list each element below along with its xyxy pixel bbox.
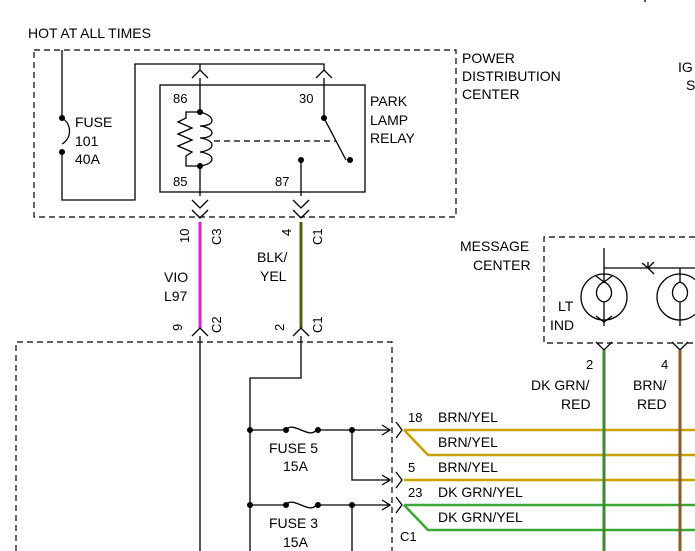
ig-partial-label: IG — [678, 59, 693, 75]
fuse101-symbol — [61, 117, 71, 145]
c1-top-pin-number: 4 — [279, 229, 294, 236]
switch-arm — [323, 117, 347, 161]
vio-label: VIO — [164, 269, 188, 285]
c3-connector-name: C3 — [209, 228, 224, 245]
c1-top-connector-lower — [292, 209, 310, 219]
yel-label: YEL — [260, 268, 287, 284]
wire-5-label: BRN/YEL — [438, 459, 498, 475]
c1-top-connector-name: C1 — [310, 228, 325, 245]
c1-pin-5-chevron — [395, 471, 403, 489]
lt-ind-filament-arrows — [595, 275, 613, 323]
blk-yel-internal-wire — [249, 336, 302, 551]
fuse5-arrow-18 — [381, 424, 392, 436]
pin-23-number: 23 — [408, 485, 422, 500]
fuse3-symbol — [285, 501, 317, 509]
pin87-label: 87 — [275, 174, 289, 189]
pdc-label-line1: POWER — [462, 50, 515, 66]
relay-label-line1: PARK — [370, 93, 408, 109]
blk-label: BLK/ — [257, 249, 287, 265]
fuse5-branch-wire — [351, 430, 390, 481]
c1-mid-connector-name: C1 — [310, 316, 325, 333]
wire-23-label: DK GRN/YEL — [438, 484, 523, 500]
pin86-connector — [191, 69, 209, 79]
dk-grn-yel-wire-23-branch — [403, 504, 695, 532]
l97-label: L97 — [164, 288, 188, 304]
second-bulb-filament-icon — [671, 268, 689, 326]
switch-contact — [347, 157, 353, 163]
wire-18-branch-label: BRN/YEL — [438, 434, 498, 450]
wire2-label-line2: RED — [561, 396, 591, 412]
lt-ind-label-line2: IND — [550, 317, 574, 333]
message-center-line2: CENTER — [473, 257, 531, 273]
lt-ind-label-line1: LT — [558, 298, 574, 314]
c2-connector — [191, 327, 209, 337]
pin30-connector — [315, 69, 333, 79]
c1-pin-18-chevron — [395, 421, 403, 439]
fuse101-terminal-top — [59, 115, 65, 121]
message-center-bus — [603, 248, 695, 275]
relay-label-line3: RELAY — [370, 130, 416, 146]
fuse3-arrow-23 — [381, 499, 392, 511]
fuse101-label-line3: 40A — [75, 151, 101, 167]
power-distribution-center-box — [33, 49, 457, 218]
fuse3-label-line2: 15A — [283, 534, 309, 550]
pdc-label-line3: CENTER — [462, 86, 520, 102]
wire-23-branch-label: DK GRN/YEL — [438, 509, 523, 525]
fuse5-label-line1: FUSE 5 — [269, 440, 318, 456]
park-lamp-relay-box — [159, 84, 366, 193]
coil-winding — [199, 111, 213, 167]
fuse3-label-line1: FUSE 3 — [269, 515, 318, 531]
c1-mid-connector — [292, 327, 310, 337]
c3-connector-lower — [191, 209, 209, 219]
fuse101-label-line2: 101 — [75, 133, 99, 149]
c3-pin-number: 10 — [177, 229, 192, 243]
hot-at-all-times-label: HOT AT ALL TIMES — [28, 25, 151, 41]
fuse5-symbol — [285, 426, 317, 434]
c1-pin-23-chevron — [395, 496, 403, 514]
message-center-arrow — [641, 262, 649, 269]
fuse5-label-line2: 15A — [283, 458, 309, 474]
brn-yel-wire-18-branch — [403, 429, 695, 457]
c2-pin-number: 9 — [170, 324, 185, 331]
pin-5-number: 5 — [408, 460, 415, 475]
fuse-block-box — [15, 341, 393, 551]
message-center-line1: MESSAGE — [460, 238, 529, 254]
c1-top-connector-upper — [292, 199, 310, 209]
fuse101-label-line1: FUSE — [75, 114, 112, 130]
wire-18-label: BRN/YEL — [438, 409, 498, 425]
wire2-pin-number: 2 — [586, 357, 593, 372]
pin30-label: 30 — [299, 91, 313, 106]
wire4-label-line1: BRN/ — [633, 377, 667, 393]
coil-resistor — [176, 111, 200, 167]
c3-connector-upper — [191, 199, 209, 209]
pin85-label: 85 — [173, 174, 187, 189]
wire4-pin-number: 4 — [661, 357, 668, 372]
wire2-label-line1: DK GRN/ — [531, 377, 589, 393]
c2-connector-name: C2 — [209, 316, 224, 333]
c1-bottom-label: C1 — [400, 529, 417, 544]
second-bulb-icon — [656, 273, 695, 321]
wire4-label-line2: RED — [637, 396, 667, 412]
pin86-label: 86 — [173, 91, 187, 106]
relay-label-line2: LAMP — [370, 112, 408, 128]
fuse5-arrow-5 — [381, 474, 392, 486]
relay-30-feed-wire — [200, 63, 325, 70]
pin-18-number: 18 — [408, 410, 422, 425]
c1-mid-pin-number: 2 — [272, 324, 287, 331]
message-center-box — [543, 236, 695, 344]
fuse101-output-wire — [61, 63, 201, 201]
pdc-label-line2: DISTRIBUTION — [462, 68, 561, 84]
s-partial-label: S — [686, 77, 695, 93]
